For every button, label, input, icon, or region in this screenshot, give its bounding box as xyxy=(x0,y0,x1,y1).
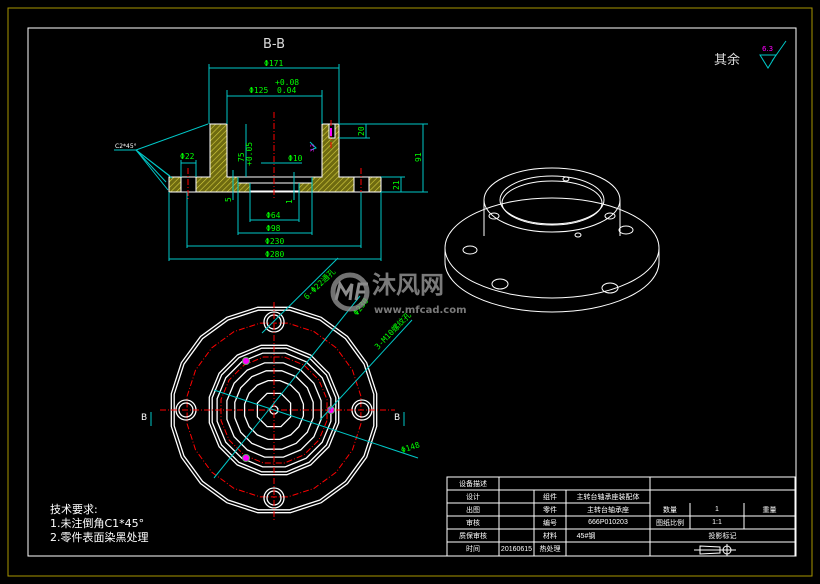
bolt-circle xyxy=(186,322,362,498)
dim-d64: Φ64 xyxy=(266,211,281,220)
threaded-hole xyxy=(242,454,250,462)
dim-d230: Φ230 xyxy=(265,237,284,246)
flange-outline xyxy=(170,306,378,514)
watermark-brand: 沐风网 xyxy=(372,271,444,299)
flange-outline-inner xyxy=(173,309,375,511)
dim-h75-tol: +0.05 xyxy=(245,142,254,166)
chamfer-note: C2*45° xyxy=(115,143,137,150)
watermark-logo xyxy=(330,272,370,312)
hub-ring xyxy=(234,370,314,450)
outer-frame xyxy=(7,7,813,577)
tb-qty-label: 数量 xyxy=(663,506,677,514)
dim-d10: Φ10 xyxy=(288,154,303,163)
hub-ring xyxy=(243,379,305,441)
tb-heat-label: 热处理 xyxy=(539,546,561,553)
thread-circle xyxy=(220,356,328,464)
watermark-url: www.mfcad.com xyxy=(374,305,467,316)
dim-h75: 75 xyxy=(237,152,246,162)
bore-ring xyxy=(256,392,292,428)
tb-material-label: 材料 xyxy=(543,532,557,540)
projection-symbol xyxy=(699,545,721,555)
section-mark-left: B xyxy=(141,413,147,423)
hub-ring xyxy=(216,352,332,468)
tb-part-value: 主转台轴承座 xyxy=(587,506,629,514)
section-title: B-B xyxy=(263,37,285,52)
tb-material-value: 45#钢 xyxy=(576,532,596,540)
dim-d125-tol-lower: 0.04 xyxy=(277,86,296,95)
hub-ring xyxy=(226,362,322,458)
tb-review-label: 审核 xyxy=(466,519,480,527)
plan-leaders xyxy=(150,257,419,479)
tech-req-title: 技术要求: xyxy=(50,503,98,516)
dim-d22: Φ22 xyxy=(180,152,195,161)
dim-d98: Φ98 xyxy=(266,224,281,233)
roughness-symbol xyxy=(759,40,787,69)
title-block-grid xyxy=(446,476,796,557)
inner-frame xyxy=(27,27,797,557)
dim-h20: 20 xyxy=(357,126,366,136)
roughness-label: 其余 xyxy=(714,52,740,68)
tb-time-value: 20160615 xyxy=(500,545,533,553)
title-block: 设备描述 设计 组件 主转台轴承座装配体 出图 零件 主转台轴承座 数量 1 重… xyxy=(447,477,795,556)
tb-qa-label: 质保审核 xyxy=(459,532,487,540)
tb-qty-value: 1 xyxy=(715,506,719,513)
dim-d125-tol-upper: +0.08 xyxy=(275,78,299,87)
dim-h1: 1 xyxy=(285,199,294,204)
tb-scale-label: 图纸比例 xyxy=(656,519,684,527)
dim-h91: 91 xyxy=(414,152,423,162)
dim-d280: Φ280 xyxy=(265,250,284,259)
tb-time-label: 时间 xyxy=(466,546,480,553)
tb-assembly-value: 主转台轴承座装配体 xyxy=(576,493,640,501)
dim-d171: Φ171 xyxy=(264,59,283,68)
hub-ring xyxy=(211,347,337,473)
threaded-hole xyxy=(242,357,250,365)
plan-view xyxy=(160,302,395,520)
tb-number-value: 666P010203 xyxy=(588,519,628,526)
roughness-3-2: 3.2 xyxy=(310,144,316,152)
leader-d148: Φ148 xyxy=(400,440,421,455)
tb-assembly-label: 组件 xyxy=(543,493,557,501)
section-dimension-lines xyxy=(114,64,428,261)
tb-projection-label: 投影标记 xyxy=(708,532,737,540)
dim-d125: Φ125 xyxy=(249,86,268,95)
dim-h21: 21 xyxy=(392,180,401,190)
hub-ring xyxy=(208,344,340,476)
tech-req-item: 2.零件表面染黑处理 xyxy=(50,530,149,544)
tb-number-label: 编号 xyxy=(543,519,557,527)
section-view xyxy=(168,123,382,193)
tech-req-item: 1.未注倒角C1*45° xyxy=(50,516,144,530)
tb-scale-value: 1:1 xyxy=(712,519,722,526)
tb-part-label: 零件 xyxy=(543,506,557,514)
isometric-view xyxy=(444,167,660,313)
tb-weight-label: 重量 xyxy=(762,506,777,514)
section-mark-right: B xyxy=(394,413,400,423)
roughness-value: 6.3 xyxy=(762,45,773,53)
dim-h5: 5 xyxy=(224,197,233,202)
tb-drawn-label: 出图 xyxy=(466,506,480,514)
tb-equipment-desc-label: 设备描述 xyxy=(459,480,487,488)
leader-threads: 3-M10螺纹孔 xyxy=(372,310,413,352)
tb-design-label: 设计 xyxy=(466,493,480,501)
